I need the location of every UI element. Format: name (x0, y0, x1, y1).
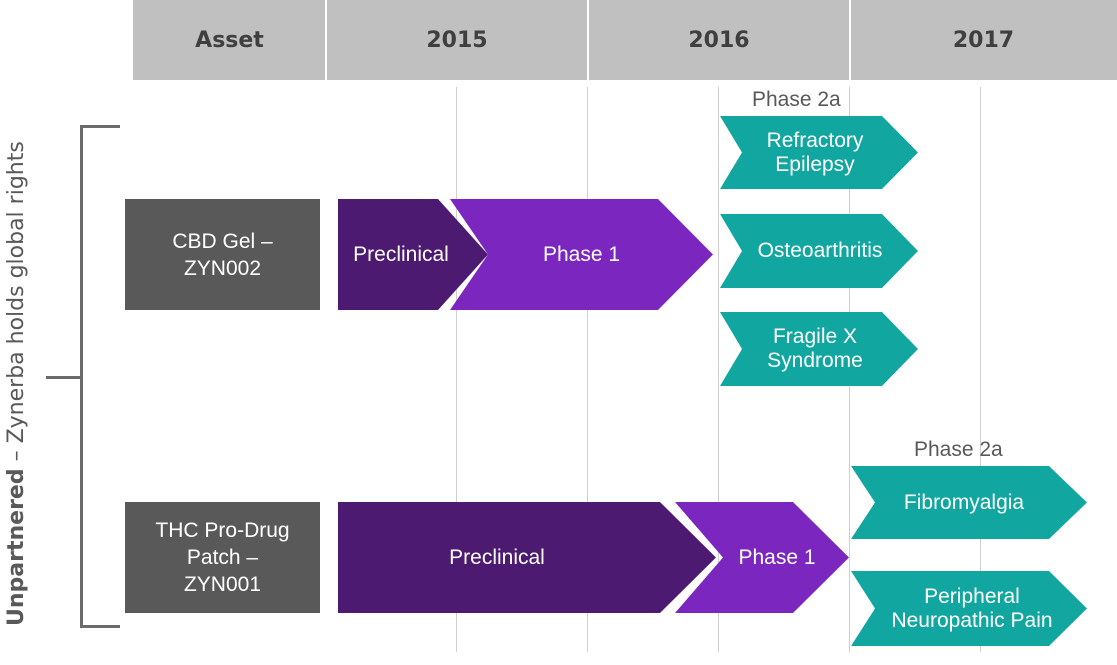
zyn002-indication-3-line1: Fragile X (772, 325, 858, 348)
grid-line (980, 87, 981, 652)
bracket-bottom (80, 625, 120, 628)
zyn001-indication-fibromyalgia: Fibromyalgia (851, 466, 1087, 539)
bracket-top (80, 125, 120, 128)
header-divider (325, 0, 327, 80)
asset-zyn001-line2: Patch – (186, 546, 259, 569)
sidebar-label-bold: Unpartnered (4, 468, 29, 626)
bracket-tick (46, 376, 82, 379)
header-year-2015: 2015 (326, 0, 588, 80)
zyn001-phase2-label: Phase 2a (914, 438, 1003, 461)
zyn001-preclinical-label: Preclinical (449, 545, 545, 569)
asset-zyn001-line1: THC Pro-Drug (155, 519, 290, 542)
header-year-2017: 2017 (850, 0, 1117, 80)
zyn002-indication-1-line2: Epilepsy (775, 152, 855, 176)
asset-zyn002: CBD Gel – ZYN002 (125, 199, 320, 310)
header-asset: Asset (133, 0, 326, 80)
sidebar-label-rest: – Zynerba holds global rights (4, 141, 29, 469)
zyn002-indication-1-line1: Refractory (766, 128, 864, 152)
zyn002-phase1-label: Phase 1 (542, 242, 621, 266)
grid-line (456, 87, 457, 652)
zyn001-indication-2-line2: Neuropathic Pain (891, 608, 1053, 632)
zyn001-phase1-label: Phase 1 (738, 545, 816, 569)
zyn002-phase2-label: Phase 2a (752, 88, 841, 111)
header-divider (849, 0, 851, 80)
zyn002-phase1-chevron: Phase 1 (450, 199, 713, 310)
zyn001-preclinical-chevron: Preclinical (338, 502, 716, 613)
asset-zyn002-line1: CBD Gel – (172, 229, 273, 253)
zyn002-preclinical-label: Preclinical (353, 242, 449, 266)
zyn002-indication-3-line2: Syndrome (767, 349, 863, 372)
zyn002-indication-2-line1: Osteoarthritis (757, 239, 883, 262)
grid-line (587, 87, 588, 652)
header-divider (587, 0, 589, 80)
zyn002-indication-osteoarthritis: Osteoarthritis (720, 214, 918, 288)
asset-zyn001-line3: ZYN001 (183, 573, 262, 596)
grid-line (718, 87, 719, 652)
zyn001-indication-1-line1: Fibromyalgia (903, 490, 1025, 514)
zyn001-indication-2-line1: Peripheral (924, 584, 1020, 608)
asset-zyn002-line2: ZYN002 (183, 256, 262, 280)
header-year-2016: 2016 (588, 0, 850, 80)
